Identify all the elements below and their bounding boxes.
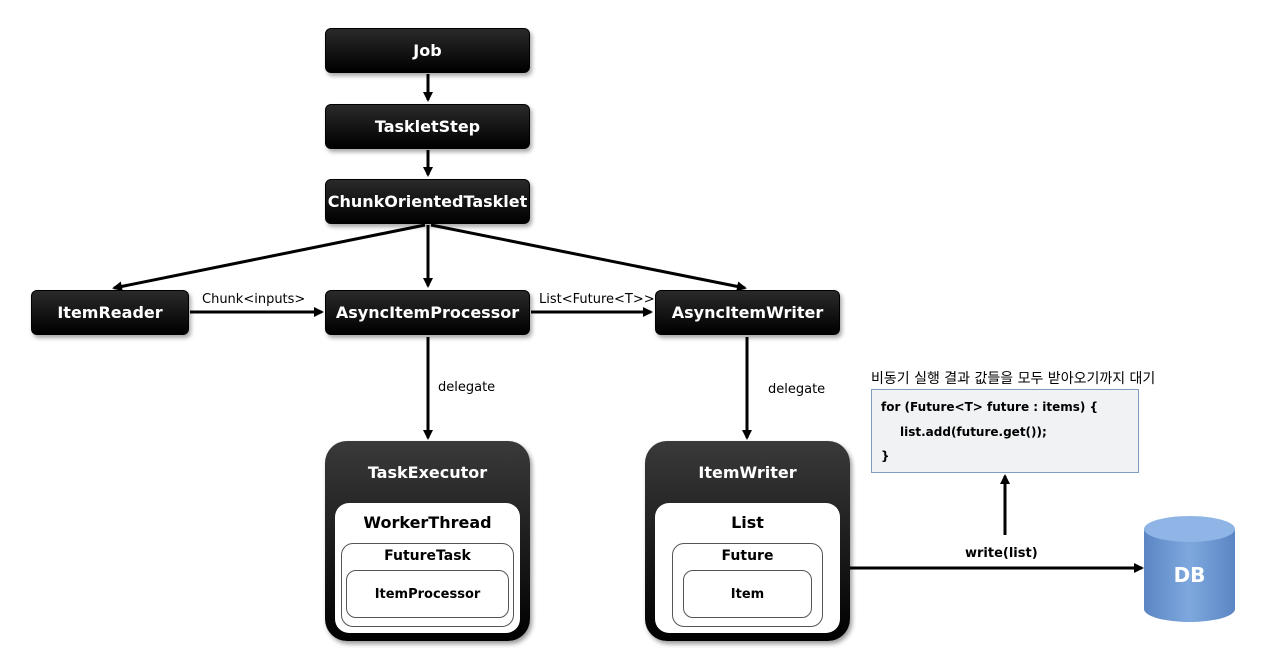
code-line-1: for (Future<T> future : items) {	[881, 400, 1099, 414]
task-executor-container: TaskExecutor WorkerThread FutureTask Ite…	[325, 441, 530, 641]
future-box: Future Item	[672, 543, 823, 627]
job-node-label: Job	[413, 41, 442, 60]
chunk-tasklet-label: ChunkOrientedTasklet	[327, 192, 528, 211]
list-title: List	[731, 513, 764, 532]
tasklet-step-node: TaskletStep	[325, 104, 530, 149]
delegate-processor-label: delegate	[438, 380, 496, 395]
tasklet-step-label: TaskletStep	[374, 117, 481, 136]
item-processor-label: ItemProcessor	[374, 586, 481, 602]
delegate-writer-label: delegate	[768, 382, 826, 397]
task-executor-title: TaskExecutor	[367, 463, 488, 482]
future-title: Future	[721, 548, 774, 564]
wait-note-caption: 비동기 실행 결과 값들을 모두 받아오기까지 대기	[871, 371, 1156, 387]
list-box: List Future Item	[655, 503, 840, 633]
item-box: Item	[683, 570, 812, 618]
db-cylinder: DB	[1143, 515, 1236, 623]
code-snippet-box: for (Future<T> future : items) { list.ad…	[871, 389, 1139, 473]
db-label: DB	[1173, 563, 1206, 587]
write-list-label: write(list)	[965, 546, 1038, 561]
future-task-box: FutureTask ItemProcessor	[341, 543, 514, 627]
async-writer-node: AsyncItemWriter	[655, 290, 840, 335]
item-processor-box: ItemProcessor	[346, 570, 509, 618]
item-writer-container: ItemWriter List Future Item	[645, 441, 850, 641]
item-label: Item	[730, 586, 765, 602]
chunk-tasklet-node: ChunkOrientedTasklet	[325, 179, 530, 224]
async-processor-label: AsyncItemProcessor	[335, 303, 520, 322]
worker-thread-title: WorkerThread	[363, 513, 492, 532]
item-writer-title: ItemWriter	[698, 463, 797, 482]
chunk-inputs-label: Chunk<inputs>	[202, 292, 306, 307]
job-node: Job	[325, 28, 530, 73]
async-writer-label: AsyncItemWriter	[671, 303, 824, 322]
async-processor-node: AsyncItemProcessor	[325, 290, 530, 335]
arrow-tasklet-to-reader	[112, 223, 426, 292]
database-icon	[1144, 516, 1235, 622]
code-line-2: list.add(future.get());	[900, 425, 1047, 439]
worker-thread-box: WorkerThread FutureTask ItemProcessor	[335, 503, 520, 633]
future-task-title: FutureTask	[384, 548, 471, 564]
item-reader-label: ItemReader	[57, 303, 163, 322]
item-reader-node: ItemReader	[31, 290, 189, 335]
arrow-tasklet-to-writer	[430, 223, 747, 292]
code-line-3: }	[881, 449, 890, 463]
list-future-label: List<Future<T>>	[539, 292, 655, 307]
